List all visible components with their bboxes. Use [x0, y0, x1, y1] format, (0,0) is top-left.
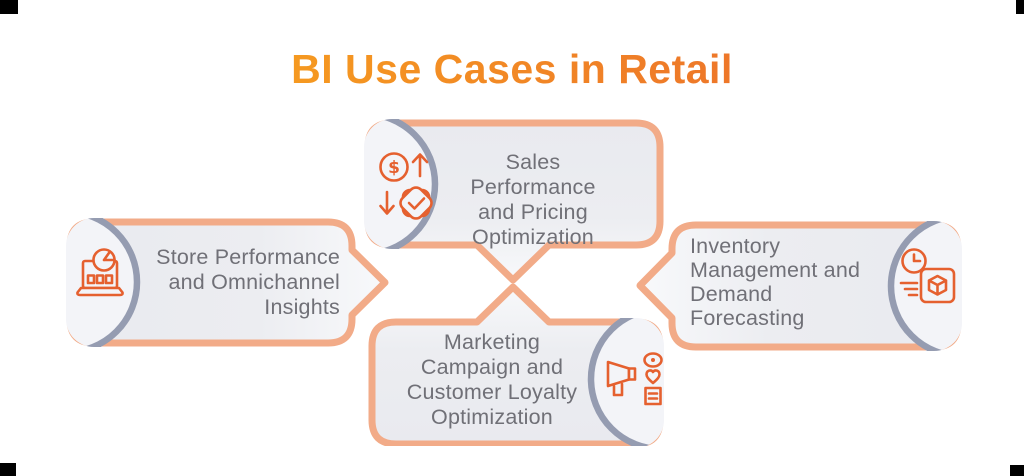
pie-chart-icon [92, 248, 116, 272]
card-sales-performance: $ Sales Performance and Pricing Optimiza… [362, 117, 666, 287]
heart-icon [645, 369, 661, 385]
marketing-loyalty-icon [606, 352, 663, 406]
card-label: Sales Performance and Pricing Optimizati… [470, 150, 596, 249]
laptop-base-icon [76, 286, 124, 297]
dollar-circle-icon [379, 152, 409, 182]
corner-mark-top-left [0, 0, 18, 14]
list-card-icon [644, 386, 662, 406]
card-label: Store Performance and Omnichannel Insigh… [156, 245, 340, 319]
store-performance-icon [76, 248, 124, 297]
eye-icon [643, 352, 663, 368]
crescent-accent [364, 119, 439, 249]
speech-bubble-left [66, 218, 389, 347]
corner-mark-bottom-right [1010, 465, 1024, 476]
gear-check-icon [399, 186, 433, 220]
inventory-forecasting-icon [899, 248, 956, 304]
card-label: Inventory Management and Demand Forecast… [690, 234, 861, 330]
arrow-down-icon [379, 190, 395, 215]
card-inventory-management: Inventory Management and Demand Forecast… [632, 219, 962, 353]
svg-text:$: $ [388, 158, 400, 178]
arrow-up-icon [411, 153, 429, 178]
speech-bubble-top: $ [364, 119, 664, 284]
card-label: Marketing Campaign and Customer Loyalty … [406, 330, 578, 429]
crescent-accent [587, 318, 664, 446]
corner-mark-top-right [1016, 0, 1024, 14]
card-marketing-campaign: Marketing Campaign and Customer Loyalty … [366, 279, 666, 446]
corner-mark-bottom-left [0, 463, 16, 476]
package-box-icon [919, 267, 956, 304]
page-title: BI Use Cases in Retail [0, 46, 1024, 93]
speed-lines-icon [899, 281, 919, 297]
crescent-accent [66, 218, 141, 347]
clock-icon [901, 248, 927, 274]
bar-chart-icon [86, 274, 114, 285]
speech-bubble-bottom [368, 283, 664, 446]
speech-bubble-right [636, 221, 962, 351]
pricing-optimization-icon: $ [379, 152, 433, 220]
card-store-performance: Store Performance and Omnichannel Insigh… [64, 216, 392, 349]
crescent-accent [887, 221, 962, 351]
megaphone-icon [606, 360, 637, 397]
